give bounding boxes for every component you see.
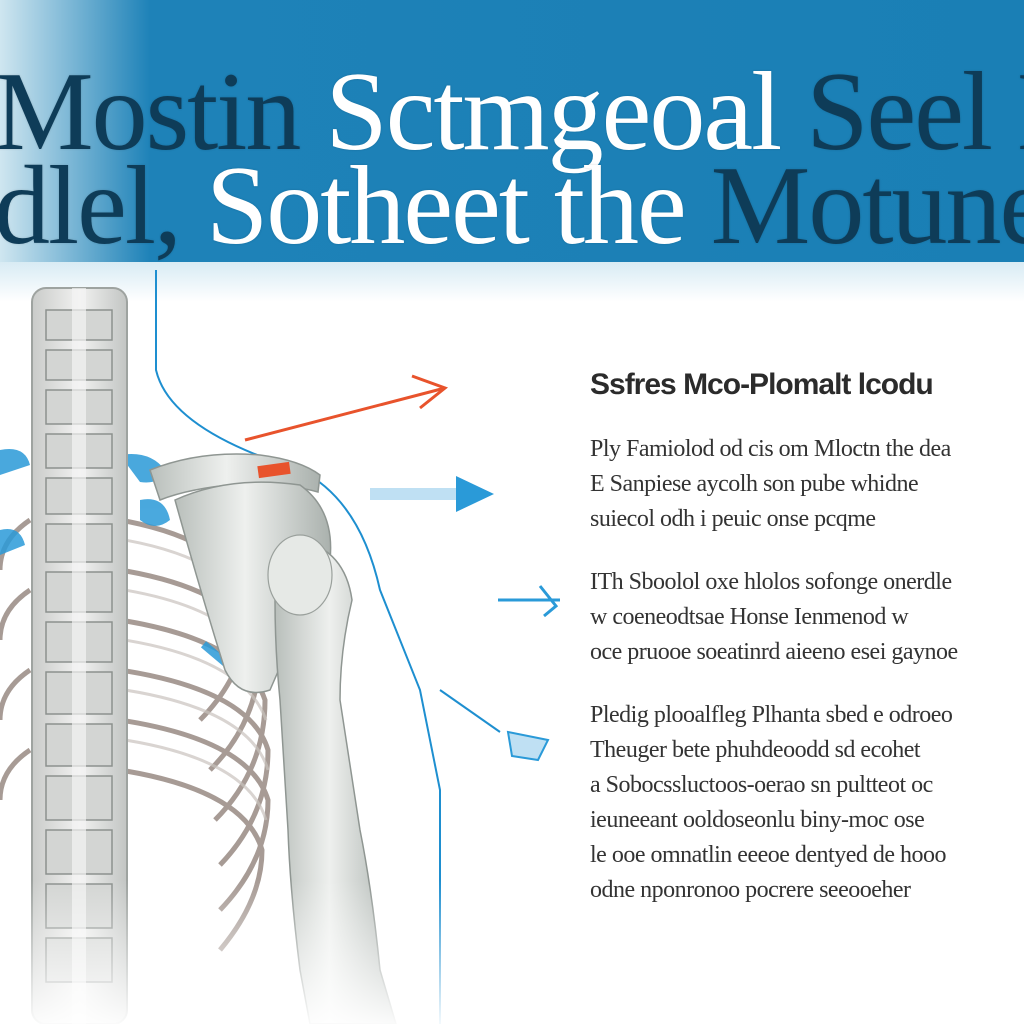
paragraph-line: suiecol odh i peuic onse pcqme	[590, 506, 876, 532]
arrow-blue-1	[370, 476, 494, 512]
title-line-1: Mostin Sctmgeoal Seel Mod	[0, 56, 1024, 168]
paragraph-line: le ooe omnatlin eeeoe dentyed de hooo	[590, 842, 947, 868]
paragraph-line: Ply Famiolod od cis om Mloctn the dea	[590, 436, 951, 462]
paragraph-line: a Sobocssluctoos-oerao sn pultteot oc	[590, 772, 933, 798]
paragraph-line: oce pruooe soeatinrd aieeno esei gaynoe	[590, 639, 958, 665]
paragraph-line: E Sanpiese aycolh son pube whidne	[590, 471, 919, 497]
description-paragraph: ITh Sboolol oxe hlolos sofonge onerdle w …	[590, 565, 1024, 670]
arrow-blue-2	[498, 585, 560, 618]
title-banner: Mostin Sctmgeoal Seel Mod dlel, Sotheet …	[0, 0, 1024, 262]
arrow-blue-3	[439, 689, 550, 762]
title-segment: Mostin	[0, 50, 326, 174]
paragraph-line: w coeneodtsae Honse Ienmenod w	[590, 604, 909, 630]
description-panel: Ssfres Mco-Plomalt lcodu Ply Famiolod od…	[590, 368, 1024, 936]
paragraph-line: ITh Sboolol oxe hlolos sofonge onerdle	[590, 569, 952, 595]
title-segment: Motunet	[710, 144, 1024, 262]
spinal-column	[31, 287, 128, 1024]
panel-title: Ssfres Mco-Plomalt lcodu	[590, 368, 934, 401]
banner-fade	[0, 262, 1024, 302]
arrow-orange-marker	[257, 461, 291, 479]
title-segment: Sotheet the	[205, 144, 711, 262]
paragraph-line: Theuger bete phuhdeoodd sd ecohet	[590, 737, 921, 763]
title-line-2: dlel, Sotheet the Motunet	[0, 150, 1024, 262]
title-segment: Sctmgeoal	[325, 50, 807, 174]
paragraph-line: odne nponronoo pocrere seeooeher	[590, 877, 911, 903]
paragraph-line: ieuneeant ooldoseonlu biny-moc ose	[590, 807, 925, 833]
title-segment: Seel Mod	[806, 50, 1024, 174]
shoulder-skeleton-diagram	[0, 270, 560, 1024]
arrow-orange	[244, 374, 449, 442]
title-segment: dlel,	[0, 144, 206, 262]
description-paragraph: Ply Famiolod od cis om Mloctn the dea E S…	[590, 432, 1024, 537]
paragraph-line: Pledig plooalfleg Plhanta sbed e odroeo	[590, 702, 953, 728]
